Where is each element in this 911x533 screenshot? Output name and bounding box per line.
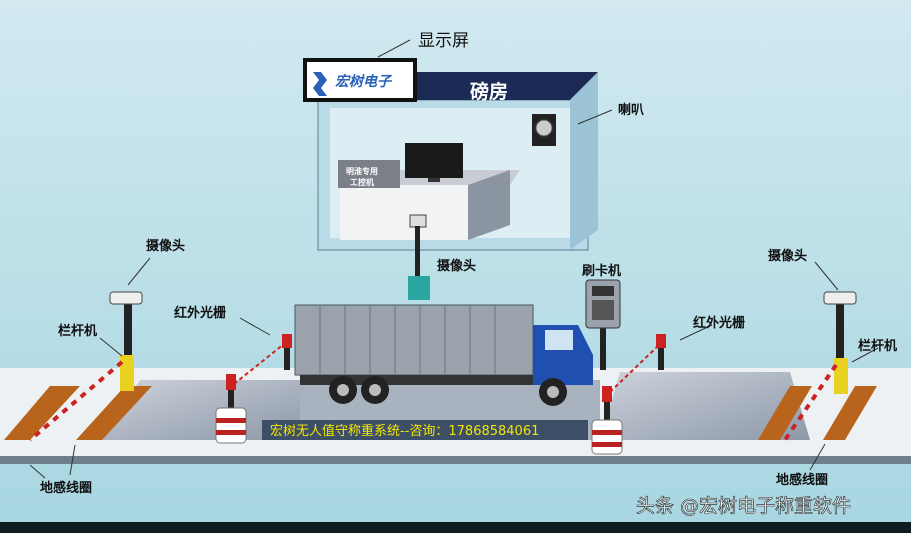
card-reader-label: 刷卡机 [582, 263, 621, 279]
barrier-right [783, 291, 857, 442]
camera-center [408, 214, 430, 300]
industrial-pc [338, 160, 400, 188]
infrared-grating-right [591, 334, 666, 455]
ground-loop-left-1 [4, 386, 80, 440]
infrared-right-label: 红外光栅 [693, 315, 745, 331]
infrared-grating-left [215, 334, 292, 444]
card-reader [585, 279, 621, 370]
speaker-label: 喇叭 [618, 102, 644, 118]
logo-text: 宏树电子 [335, 73, 393, 90]
barrier-left-label: 栏杆机 [58, 323, 97, 339]
logo-icon [313, 72, 327, 96]
weighbridge-ramp-right [600, 372, 810, 440]
loop-left-label: 地感线圈 [40, 480, 92, 496]
loop-right-label: 地感线圈 [776, 472, 828, 488]
svg-text:明淮专用: 明淮专用 [346, 166, 378, 176]
weighbridge-ramp-left [100, 380, 300, 440]
camera-right-label: 摄像头 [768, 248, 807, 264]
ground-loop-right-1 [758, 386, 812, 440]
camera-left-label: 摄像头 [146, 238, 185, 254]
weigh-house: 宏树电子 磅房 明淮专用 工控机 [303, 58, 598, 251]
svg-text:工控机: 工控机 [350, 177, 374, 187]
monitor [405, 143, 463, 178]
barrier-left [28, 291, 143, 442]
barrier-right-label: 栏杆机 [858, 338, 897, 354]
weigh-house-label: 磅房 [470, 80, 508, 103]
banner [262, 420, 588, 440]
truck [294, 304, 593, 406]
ground-loop-right-2 [823, 386, 877, 440]
leader-lines [29, 39, 879, 479]
ground-loop-left-2 [76, 386, 152, 440]
bottom-bar [0, 522, 911, 533]
camera-center-label: 摄像头 [437, 258, 476, 274]
display-screen-label: 显示屏 [418, 31, 469, 51]
watermark: 头条 @宏树电子称重软件 [636, 495, 851, 517]
banner-text: 宏树无人值守称重系统--咨询：17868584061 [270, 423, 539, 439]
infrared-left-label: 红外光栅 [174, 305, 226, 321]
road-edge [0, 456, 911, 464]
